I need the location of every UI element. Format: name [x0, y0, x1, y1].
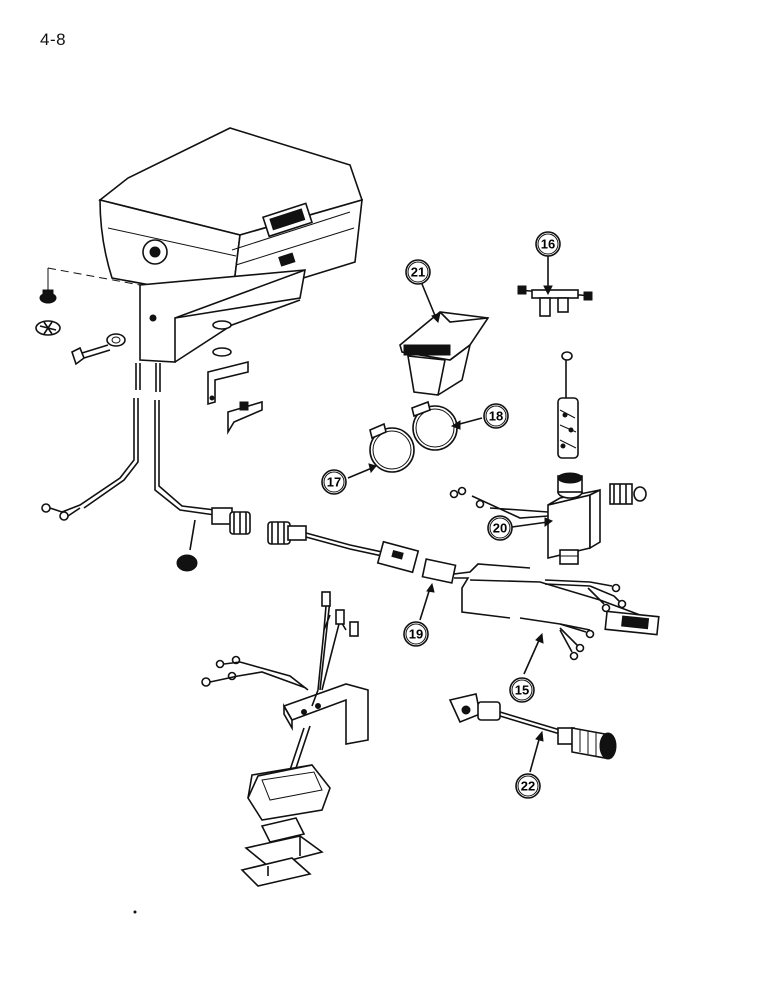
callout-18-label: 18 — [489, 409, 503, 424]
callout-19: 19 — [403, 621, 429, 647]
part-20-sensor — [449, 351, 647, 565]
callout-20: 20 — [487, 515, 513, 541]
hose-clamps — [369, 400, 458, 473]
console-wiring — [41, 363, 420, 574]
callout-21: 21 — [405, 259, 431, 285]
speck — [133, 910, 137, 914]
callout-22: 22 — [515, 773, 541, 799]
part-22-cable — [448, 693, 617, 760]
callout-17-label: 17 — [327, 475, 341, 490]
lower-bracket-assembly — [201, 591, 369, 887]
callout-20-label: 20 — [493, 521, 507, 536]
page-number: 4-8 — [40, 30, 67, 49]
monitor-console — [47, 127, 364, 363]
callout-16: 16 — [535, 231, 561, 257]
callout-15-label: 15 — [515, 683, 529, 698]
callout-16-label: 16 — [541, 237, 555, 252]
mounting-hardware — [35, 289, 126, 366]
harness-assembly — [421, 558, 660, 661]
callout-22-label: 22 — [521, 779, 535, 794]
callout-18: 18 — [483, 403, 509, 429]
part-21-bracket — [399, 311, 490, 396]
callout-19-label: 19 — [409, 627, 423, 642]
mounting-brackets — [207, 360, 263, 435]
callout-21-label: 21 — [411, 265, 425, 280]
part-16-strip — [517, 285, 593, 317]
leader-lines — [347, 256, 554, 773]
callout-17: 17 — [321, 469, 347, 495]
callout-15: 15 — [509, 677, 535, 703]
